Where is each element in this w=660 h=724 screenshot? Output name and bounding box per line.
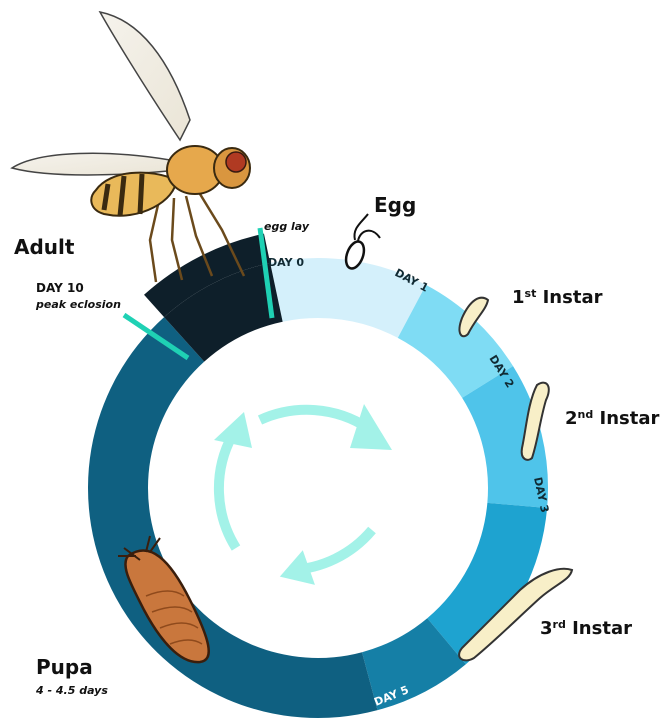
instar1-stage-title: 1st Instar (512, 287, 603, 309)
egg-icon (343, 214, 380, 271)
day0-label: DAY 0 (268, 256, 304, 269)
instar2-stage-title: 2nd Instar (565, 408, 659, 430)
adult-stage-title: Adult (14, 235, 75, 259)
instar3-stage-title: 3rd Instar (540, 618, 632, 640)
pupa-duration: 4 - 4.5 days (35, 684, 108, 697)
day10-label: DAY 10 (36, 281, 84, 295)
cycle-arrows-icon (214, 404, 392, 585)
ring-segment-pupa (88, 317, 378, 718)
peak-eclosion-label: peak eclosion (35, 298, 121, 311)
egg-lay-label: egg lay (264, 220, 310, 233)
pupa-stage-title: Pupa (36, 655, 93, 679)
egg-stage-title: Egg (374, 193, 416, 217)
